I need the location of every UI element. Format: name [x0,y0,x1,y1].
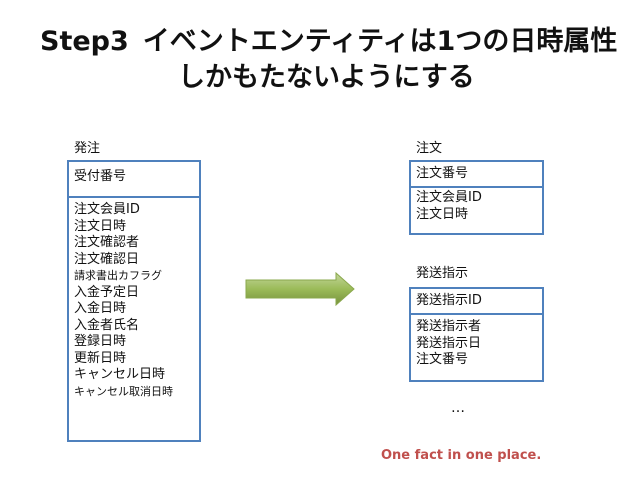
more-entities-ellipsis: … [451,400,466,416]
slide-title: Step3 イベントエンティティは1つの日時属性 [40,24,617,60]
order-entity-box: 受付番号 注文会員ID 注文日時 注文確認者 注文確認日 請求書出カフラグ 入金… [67,160,201,442]
attribute: 更新日時 [74,350,127,366]
shipping-entity-label: 発送指示 [416,266,469,281]
attribute: 発送指示日 [416,335,482,351]
attribute: 登録日時 [74,334,127,349]
attribute: 注文番号 [416,352,469,367]
tagline: One fact in one place. [381,448,542,463]
attribute: 入金日時 [74,301,127,316]
attribute: 入金予定日 [74,284,140,300]
attribute: キャンセル日時 [74,367,166,382]
purchase-entity-label: 注文 [416,141,443,156]
attribute: 注文日時 [416,206,469,222]
attribute: 入金者氏名 [74,317,140,333]
attribute: 発送指示者 [416,319,482,334]
attribute: 注文会員ID [416,190,482,205]
purchase-entity-box: 注文番号 注文会員ID 注文日時 [409,160,544,235]
attribute: 注文会員ID [74,202,140,217]
purchase-entity-key: 注文番号 [411,162,542,188]
title-line1: イベントエンティティは1つの日時属性 [142,26,618,57]
attribute: 注文日時 [74,218,127,234]
title-line2: しかもたないようにする [178,62,475,93]
title-step: Step3 [40,26,129,57]
attribute: 請求書出カフラグ [74,269,162,282]
right-arrow-icon [245,272,355,306]
shipping-entity-key: 発送指示ID [411,289,542,315]
order-entity-attributes: 注文会員ID 注文日時 注文確認者 注文確認日 請求書出カフラグ 入金予定日 入… [69,198,199,400]
order-entity-key: 受付番号 [69,162,199,198]
shipping-entity-attributes: 発送指示者 発送指示日 注文番号 [411,315,542,369]
attribute: キャンセル取消日時 [74,384,173,398]
attribute: 注文確認日 [74,251,140,267]
attribute: 注文確認者 [74,235,140,250]
purchase-entity-attributes: 注文会員ID 注文日時 [411,188,542,223]
shipping-entity-box: 発送指示ID 発送指示者 発送指示日 注文番号 [409,287,544,382]
order-entity-label: 発注 [74,141,101,156]
